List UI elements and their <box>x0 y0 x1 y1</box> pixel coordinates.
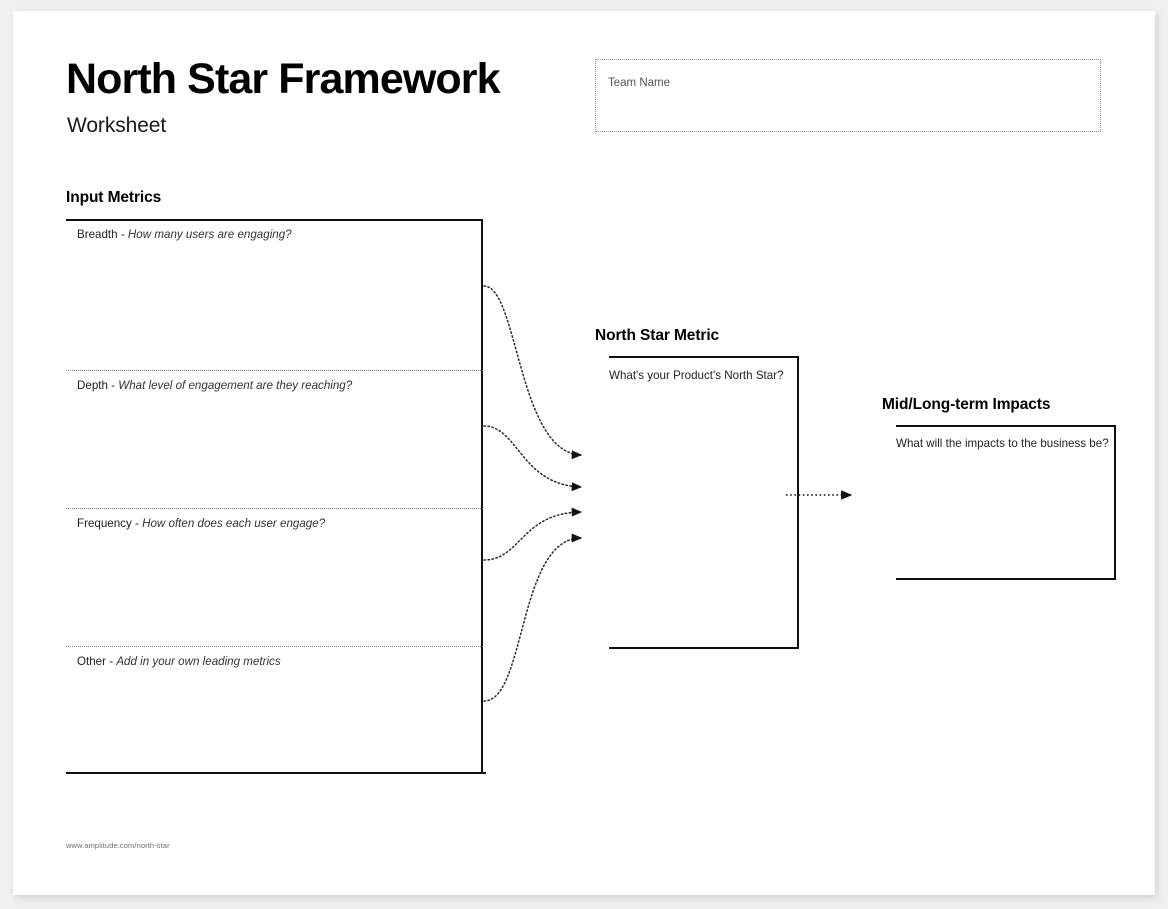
input-metric-row-other[interactable]: Other - Add in your own leading metrics <box>66 646 483 772</box>
worksheet-page: North Star Framework Worksheet Team Name… <box>13 11 1155 895</box>
input-metrics-right-rule <box>481 219 483 773</box>
north-star-top-rule <box>609 356 799 358</box>
north-star-right-rule <box>797 356 799 648</box>
input-metrics-box: Breadth - How many users are engaging? D… <box>66 219 486 774</box>
impacts-right-rule <box>1114 425 1116 579</box>
input-metric-label-frequency: Frequency - How often does each user eng… <box>77 517 326 530</box>
input-metrics-top-rule <box>66 219 483 221</box>
input-metric-row-frequency[interactable]: Frequency - How often does each user eng… <box>66 508 483 646</box>
connector-frequency-to-north-star <box>483 507 583 561</box>
impacts-prompt: What will the impacts to the business be… <box>896 437 1109 450</box>
input-metric-label-other: Other - Add in your own leading metrics <box>77 655 281 668</box>
connector-breadth-to-north-star <box>483 285 583 460</box>
connector-other-to-north-star <box>483 533 583 702</box>
input-metric-divider-1 <box>66 370 483 371</box>
impacts-bottom-rule <box>896 578 1116 580</box>
team-name-input[interactable]: Team Name <box>595 59 1101 132</box>
input-metric-label-breadth: Breadth - How many users are engaging? <box>77 228 292 241</box>
impacts-heading: Mid/Long-term Impacts <box>882 396 1051 413</box>
input-metric-row-depth[interactable]: Depth - What level of engagement are the… <box>66 370 483 508</box>
north-star-prompt: What's your Product's North Star? <box>609 369 784 382</box>
footer-url[interactable]: www.amplitude.com/north-star <box>66 841 170 850</box>
team-name-placeholder: Team Name <box>608 77 670 89</box>
impacts-box[interactable]: What will the impacts to the business be… <box>882 425 1116 580</box>
input-metric-divider-2 <box>66 508 483 509</box>
page-title: North Star Framework <box>66 55 501 103</box>
input-metric-row-breadth[interactable]: Breadth - How many users are engaging? <box>66 219 483 370</box>
impacts-top-rule <box>896 425 1116 427</box>
north-star-bottom-rule <box>609 647 799 649</box>
input-metric-label-depth: Depth - What level of engagement are the… <box>77 379 353 392</box>
page-subtitle: Worksheet <box>67 114 167 137</box>
connector-depth-to-north-star <box>483 425 583 492</box>
input-metrics-bottom-rule <box>66 772 486 774</box>
input-metric-divider-3 <box>66 646 483 647</box>
north-star-heading: North Star Metric <box>595 327 720 344</box>
north-star-metric-box[interactable]: What's your Product's North Star? <box>595 356 799 649</box>
input-metrics-heading: Input Metrics <box>66 189 162 206</box>
